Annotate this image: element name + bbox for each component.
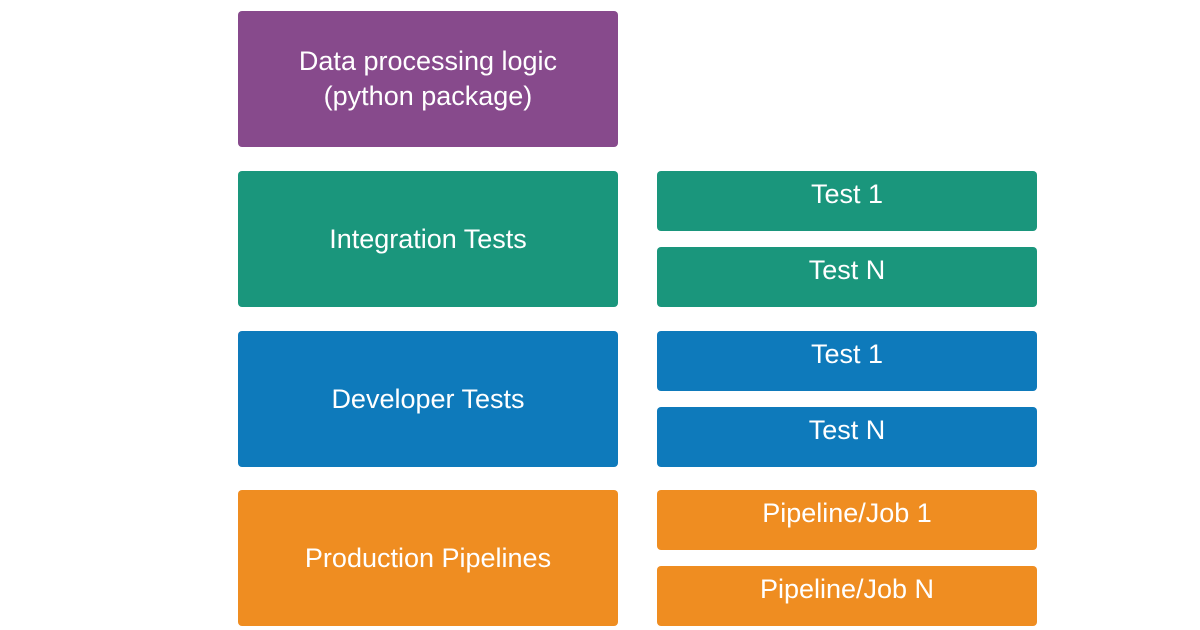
developer-tests-box: Developer Tests — [238, 331, 618, 467]
developer-tests-label: Developer Tests — [331, 383, 525, 414]
core-label-line2: (python package) — [323, 81, 533, 111]
integration-test-n-box: Test N — [657, 247, 1037, 307]
integration-test-1-label: Test 1 — [810, 179, 884, 209]
integration-test-1-box: Test 1 — [657, 171, 1037, 231]
pipeline-job-n-box: Pipeline/Job N — [657, 566, 1037, 626]
production-pipelines-box: Production Pipelines — [238, 490, 618, 626]
integration-tests-box: Integration Tests — [238, 171, 618, 307]
pipeline-job-1-label: Pipeline/Job 1 — [762, 498, 932, 528]
developer-test-n-label: Test N — [808, 415, 886, 445]
pipeline-job-n-label: Pipeline/Job N — [759, 574, 935, 604]
data-processing-logic-box: Data processing logic (python package) — [238, 11, 618, 147]
developer-test-1-label: Test 1 — [810, 339, 884, 369]
production-pipelines-label: Production Pipelines — [304, 542, 552, 573]
pipeline-job-1-box: Pipeline/Job 1 — [657, 490, 1037, 550]
developer-test-1-box: Test 1 — [657, 331, 1037, 391]
integration-test-n-label: Test N — [808, 255, 886, 285]
core-label-line1: Data processing logic — [298, 46, 558, 76]
developer-test-n-box: Test N — [657, 407, 1037, 467]
integration-tests-label: Integration Tests — [329, 223, 527, 254]
